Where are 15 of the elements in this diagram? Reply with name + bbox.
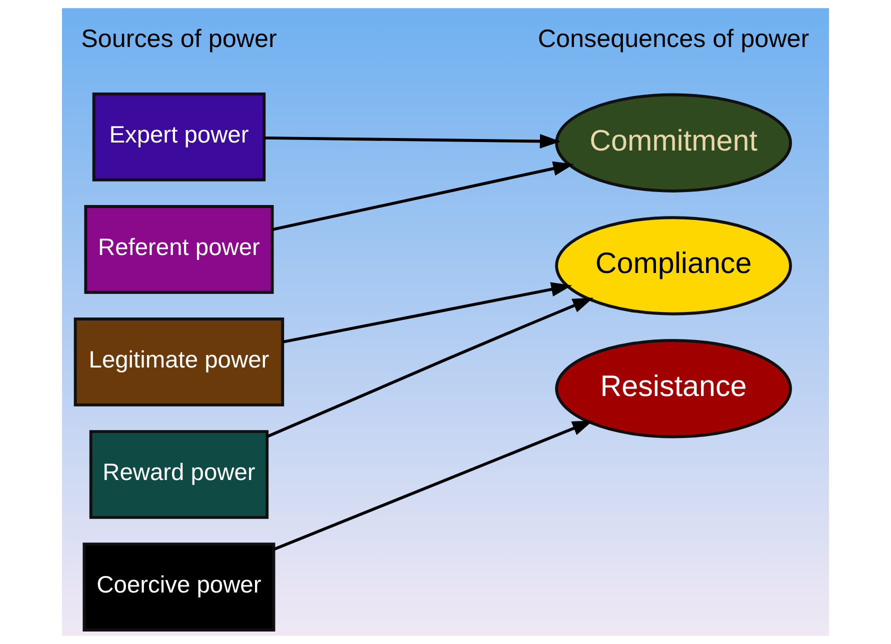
arrow (264, 134, 561, 149)
node-box: Reward power (89, 430, 269, 519)
label: Consequences of power (538, 24, 810, 53)
node-ellipse: Compliance (555, 216, 792, 316)
node-box: Referent power (84, 205, 274, 294)
arrow (272, 161, 574, 231)
node-ellipse: Commitment (555, 93, 792, 192)
label: Sources of power (81, 24, 277, 53)
node-ellipse: Resistance (555, 339, 792, 438)
arrow (274, 420, 594, 551)
node-box: Expert power (92, 92, 266, 182)
arrow (282, 282, 572, 344)
node-box: Coercive power (82, 542, 276, 632)
arrow (266, 298, 594, 438)
node-box: Legitimate power (74, 318, 284, 406)
